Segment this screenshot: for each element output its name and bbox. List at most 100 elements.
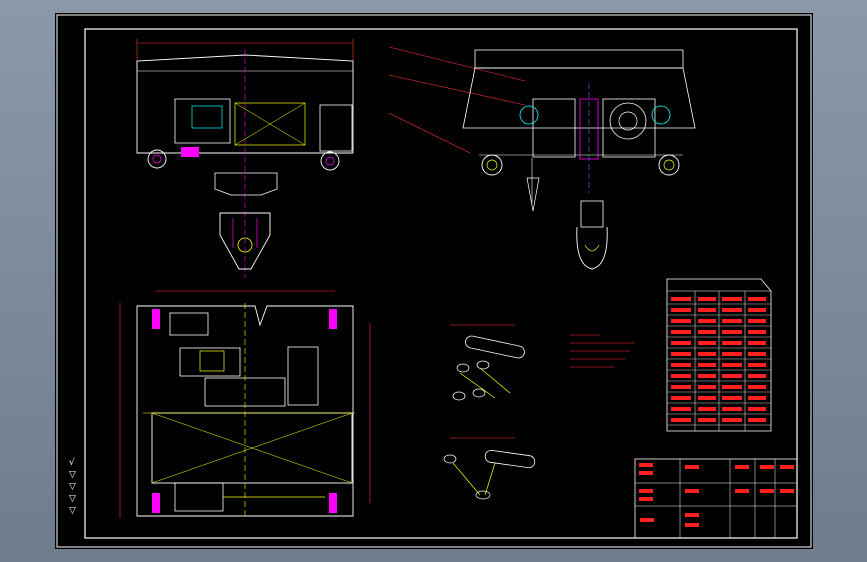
spec-table-cell [748, 418, 766, 422]
spec-table-cell [698, 385, 716, 389]
spec-table-cell [698, 374, 716, 378]
drawing-canvas[interactable]: √ ▽ ▽ ▽ ▽ [55, 13, 813, 549]
wheel-plan-1 [152, 309, 160, 329]
spec-table-cell [671, 363, 691, 367]
title-block-cell [780, 465, 794, 469]
trolley-frame-outline [136, 54, 354, 154]
title-block-cell [760, 489, 774, 493]
wheel-left [147, 149, 167, 169]
spec-table-cell [698, 330, 716, 334]
spec-table-cell [748, 385, 766, 389]
large-hook-block [580, 200, 604, 228]
spec-table-cell [748, 374, 766, 378]
spec-table-cell [698, 308, 716, 312]
drawing-sheet[interactable]: √ ▽ ▽ ▽ ▽ [55, 13, 813, 549]
spec-table-cell [722, 396, 742, 400]
spec-table-cell [722, 330, 742, 334]
small-hook [526, 177, 540, 212]
reducer [319, 104, 353, 152]
top-view [119, 290, 371, 518]
hook-block [219, 212, 271, 270]
spec-table-cell [722, 418, 742, 422]
spec-table-cell [722, 319, 742, 323]
side-frame-top [474, 49, 684, 69]
spec-table-cell [748, 407, 766, 411]
title-block-cell [639, 489, 653, 493]
rope-guard [214, 172, 278, 196]
spec-table-cell [722, 308, 742, 312]
drum-box [234, 102, 306, 146]
leader-line-3 [388, 112, 471, 154]
gearbox-right [651, 105, 671, 125]
spec-table-cell [698, 319, 716, 323]
roughness-symbol: ▽ [69, 470, 76, 480]
drum-side [532, 98, 576, 158]
spec-table-cell [671, 341, 691, 345]
title-block-cell [735, 465, 749, 469]
motor-housing [174, 98, 231, 144]
spec-table-cell [671, 352, 691, 356]
spec-table-cell [748, 363, 766, 367]
title-block-cell [639, 471, 653, 475]
title-block-cell [685, 523, 699, 527]
title-block-cell [735, 489, 749, 493]
spec-table-cell [671, 319, 691, 323]
front-view [136, 39, 354, 278]
spec-table-cell [722, 407, 742, 411]
hoist-motor-plan [179, 347, 241, 377]
spec-table-cell [748, 341, 766, 345]
side-view [388, 46, 696, 270]
wheel-plan-2 [329, 309, 337, 329]
spec-table-cell [748, 297, 766, 301]
spec-table-cell [671, 374, 691, 378]
roughness-symbol: ▽ [69, 494, 76, 504]
spec-table-cell [698, 352, 716, 356]
spec-table-cell [722, 385, 742, 389]
specification-table [666, 278, 772, 432]
roughness-symbol: ▽ [69, 506, 76, 516]
brake [181, 147, 199, 157]
spec-table-cell [698, 297, 716, 301]
drum-circle [609, 102, 647, 140]
spec-table-cell [748, 352, 766, 356]
wheel-side-left [481, 154, 503, 176]
wheel-right [320, 151, 340, 171]
reeving-diagrams [443, 324, 635, 500]
spec-table-cell [722, 363, 742, 367]
title-block-cell [639, 463, 653, 467]
leader-line-2 [388, 74, 526, 106]
spec-table-cell [671, 297, 691, 301]
gearbox-left [519, 105, 539, 125]
spec-table-cell [698, 341, 716, 345]
title-block-cell [685, 513, 699, 517]
large-hook [576, 226, 608, 270]
wheel-plan-3 [152, 493, 160, 513]
title-block-cell [780, 489, 794, 493]
spec-table-cell [722, 297, 742, 301]
spec-table-cell [698, 363, 716, 367]
spec-table-cell [698, 396, 716, 400]
title-block [634, 458, 798, 539]
roughness-symbol: √ [69, 457, 75, 468]
title-block-cell [640, 518, 654, 522]
electrical-box [169, 312, 209, 336]
title-block-cell [685, 489, 699, 493]
spec-table-cell [671, 396, 691, 400]
spec-table-cell [698, 418, 716, 422]
spec-table-cell [671, 418, 691, 422]
title-block-cell [760, 465, 774, 469]
spec-table-cell [671, 308, 691, 312]
reducer-plan [287, 346, 319, 406]
spec-table-cell [671, 407, 691, 411]
spec-table-cell [671, 330, 691, 334]
roughness-symbol: ▽ [69, 482, 76, 492]
spec-table-cell [722, 341, 742, 345]
roughness-symbols: √ ▽ ▽ ▽ ▽ [69, 457, 76, 516]
spec-table-cell [722, 374, 742, 378]
spec-table-cell [748, 308, 766, 312]
travel-motor-plan [174, 482, 224, 512]
leader-line-1 [388, 46, 526, 82]
trolley-plan-outline [136, 305, 354, 517]
inner-frame [84, 28, 798, 539]
